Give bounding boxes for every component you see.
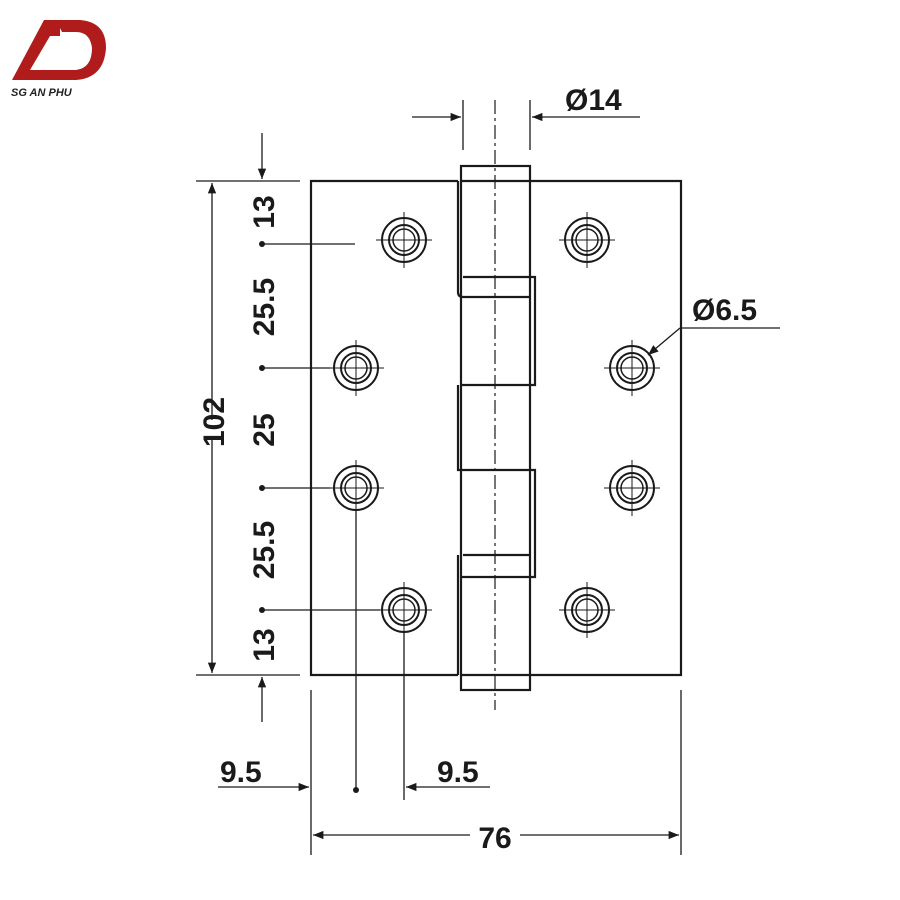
dimension-dots [259, 241, 359, 793]
logo-d-shape [56, 20, 106, 80]
bottom-margin-label: 13 [248, 628, 281, 661]
screw-hole [559, 212, 615, 268]
hole-offset-label: 9.5 [437, 756, 479, 789]
dimension-lines [196, 100, 780, 855]
spacing-1-label: 25.5 [248, 278, 281, 336]
right-leaf [530, 179, 683, 677]
total-width-label: 76 [478, 822, 511, 855]
hinge-outline [309, 164, 683, 692]
screw-hole [604, 460, 660, 516]
screw-hole [376, 582, 432, 638]
knuckle [456, 164, 537, 692]
pin-diameter-label: Ø14 [565, 84, 622, 117]
screw-holes [328, 212, 660, 638]
total-height-label: 102 [198, 397, 231, 447]
left-leaf [309, 179, 458, 677]
hole-diameter-label: Ø6.5 [692, 294, 757, 327]
logo-text: SG AN PHU [11, 87, 73, 99]
logo: SG AN PHU [11, 20, 106, 99]
spacing-3-label: 25.5 [248, 521, 281, 579]
screw-hole [559, 582, 615, 638]
top-margin-label: 13 [248, 195, 281, 228]
screw-hole [376, 212, 432, 268]
screw-hole [328, 460, 384, 516]
edge-offset-label: 9.5 [220, 756, 262, 789]
screw-hole [604, 340, 660, 396]
screw-hole [328, 340, 384, 396]
spacing-2-label: 25 [248, 413, 281, 446]
logo-a-shape [12, 20, 68, 80]
